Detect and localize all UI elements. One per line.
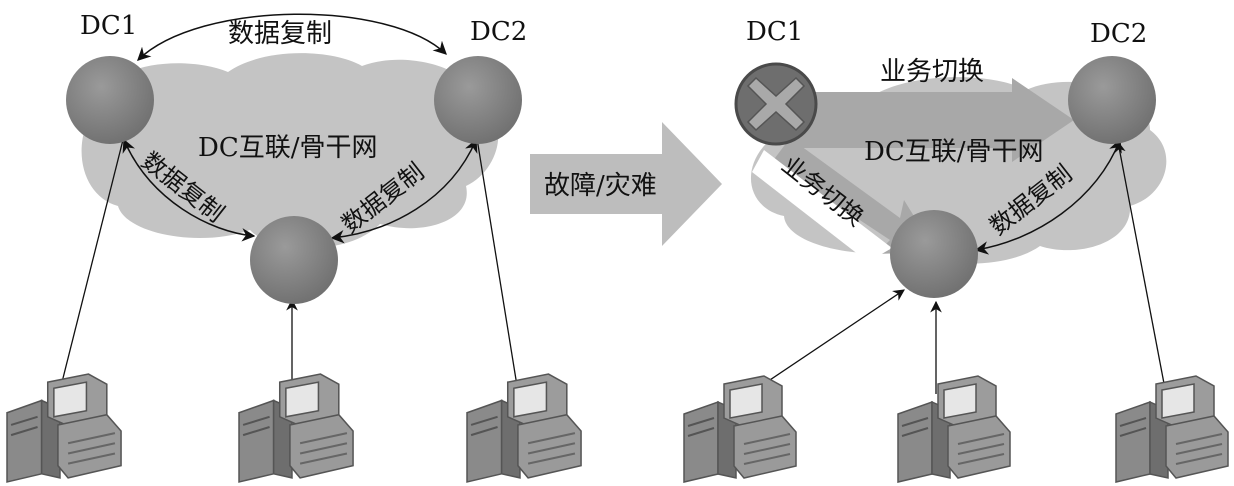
- left-replication-arc: [122, 138, 256, 242]
- link-line: [1114, 140, 1167, 395]
- failure-arrow-label: 故障/灾难: [544, 171, 657, 201]
- service-switch-diagonal-arrow: [772, 138, 936, 254]
- center-node: [890, 210, 978, 298]
- cloud-label: DC互联/骨干网: [198, 133, 378, 163]
- dc2-node: [434, 56, 522, 144]
- cloud-label: DC互联/骨干网: [864, 137, 1044, 167]
- failure-arrow: 故障/灾难: [530, 122, 722, 246]
- dc2-label: DC2: [470, 17, 527, 47]
- right-panel: DC1 DC2 业务切换 业务切换 DC互联/骨干网 数据复制: [682, 17, 1230, 484]
- workstation-icon: [896, 374, 1012, 484]
- dc2-label: DC2: [1090, 19, 1147, 49]
- workstation-icon: [237, 373, 355, 483]
- failed-x-icon: [746, 76, 806, 132]
- top-arc-label: 数据复制: [228, 19, 332, 49]
- left-panel: DC1 DC2 数据复制 DC互联/骨干网 数据复制 数据复制: [5, 11, 583, 483]
- replication-arc: [974, 138, 1122, 255]
- dc1-label: DC1: [80, 11, 137, 41]
- dc2-node: [1068, 56, 1156, 144]
- top-replication-arc: [137, 13, 447, 61]
- dc1-node: [66, 56, 154, 144]
- dc1-failed-node: [734, 62, 818, 146]
- link-line: [751, 289, 905, 393]
- dc1-label: DC1: [746, 17, 803, 47]
- workstation-icon: [5, 373, 123, 483]
- workstation-icon: [1114, 374, 1230, 484]
- switch-top-label: 业务切换: [880, 57, 984, 87]
- workstation-icon: [682, 374, 798, 484]
- link-line: [57, 118, 132, 399]
- workstation-icon: [465, 373, 583, 483]
- right-replication-arc: [330, 138, 478, 244]
- diagonal-label-band: [752, 150, 892, 262]
- link-line: [469, 118, 519, 393]
- center-node: [250, 216, 338, 304]
